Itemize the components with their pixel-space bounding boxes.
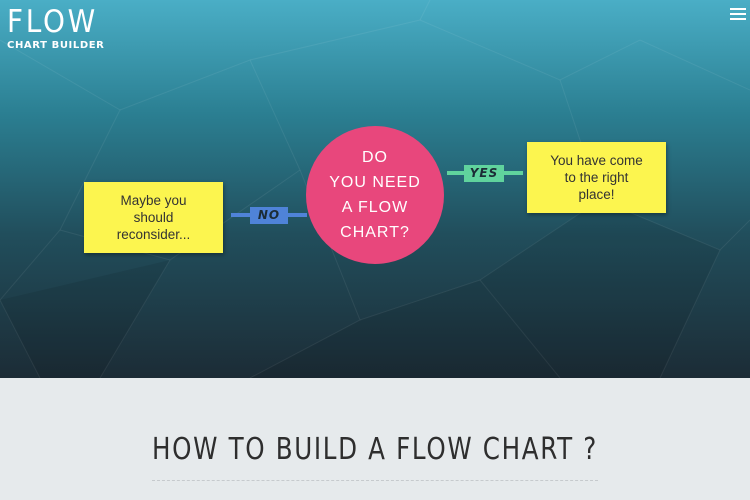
hero-banner: FLOW CHART BUILDER NO YES Maybe you shou… (0, 0, 750, 378)
polygon-background (0, 200, 720, 378)
menu-bar (730, 8, 746, 10)
app-logo[interactable]: FLOW CHART BUILDER (7, 6, 108, 51)
title-divider (152, 480, 598, 481)
question-circle: DO YOU NEED A FLOW CHART? (306, 126, 444, 264)
no-label: NO (250, 207, 288, 224)
menu-bar (730, 13, 746, 15)
reconsider-note: Maybe you should reconsider... (84, 182, 223, 253)
reconsider-note-text: Maybe you should reconsider... (116, 193, 191, 242)
menu-bar (730, 18, 746, 20)
hamburger-menu-icon[interactable] (730, 8, 746, 20)
right-place-note-text: You have come to the right place! (550, 153, 643, 202)
section-title: HOW TO BUILD A FLOW CHART ? (152, 432, 598, 467)
right-place-note: You have come to the right place! (527, 142, 666, 213)
logo-sub-text: CHART BUILDER (7, 40, 105, 51)
logo-main-text: FLOW (7, 4, 98, 40)
yes-label: YES (464, 165, 504, 182)
question-text: DO YOU NEED A FLOW CHART? (329, 149, 421, 241)
